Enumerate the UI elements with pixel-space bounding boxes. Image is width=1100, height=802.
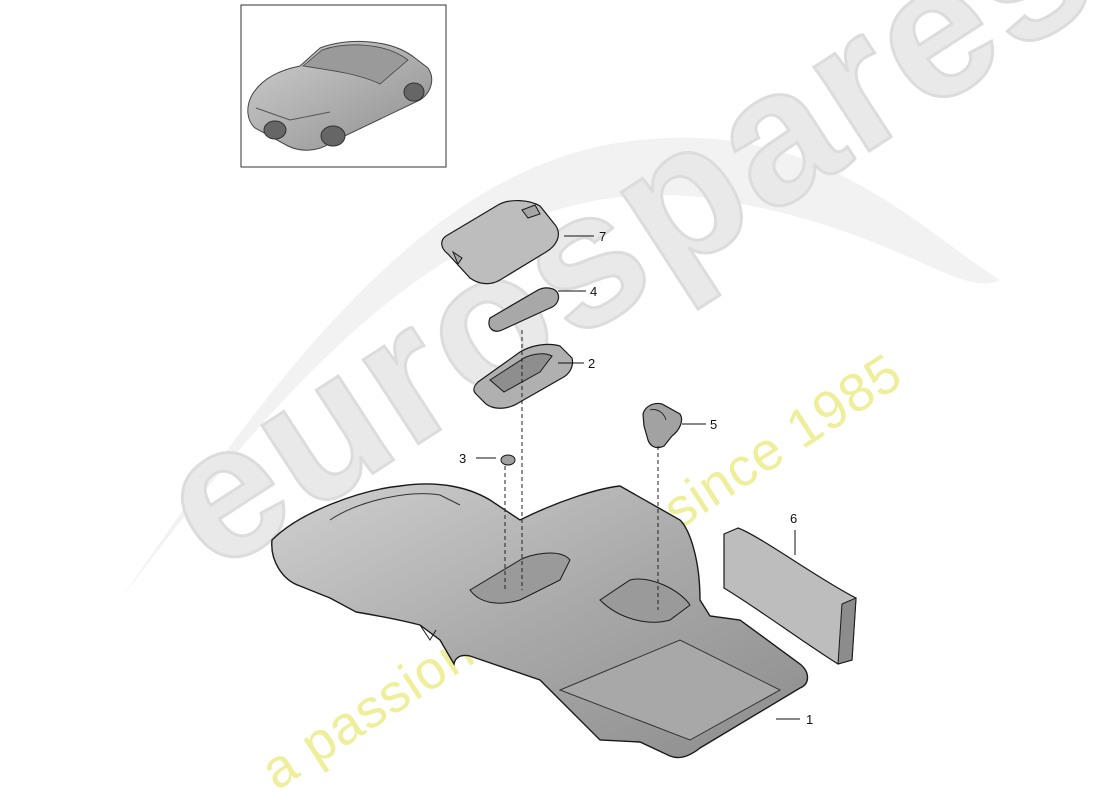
leader-lines <box>476 235 800 720</box>
callout-4: 4 <box>590 284 598 299</box>
callout-6: 6 <box>790 511 798 526</box>
part-4-pad <box>488 287 560 332</box>
part-1-seat-trim <box>271 483 809 759</box>
assembly-guide-lines <box>504 330 659 610</box>
callout-7: 7 <box>599 229 607 244</box>
callout-5: 5 <box>710 417 718 432</box>
callout-3: 3 <box>459 451 467 466</box>
part-7-cover <box>441 200 559 285</box>
part-5-bracket <box>642 402 683 449</box>
vehicle-thumbnail <box>240 4 447 168</box>
part-2-holder <box>473 343 574 409</box>
part-6-side-panel <box>723 527 857 665</box>
callout-2: 2 <box>588 356 596 371</box>
callout-1: 1 <box>806 712 814 727</box>
car-icon <box>247 41 433 151</box>
part-3-clip <box>500 454 516 466</box>
